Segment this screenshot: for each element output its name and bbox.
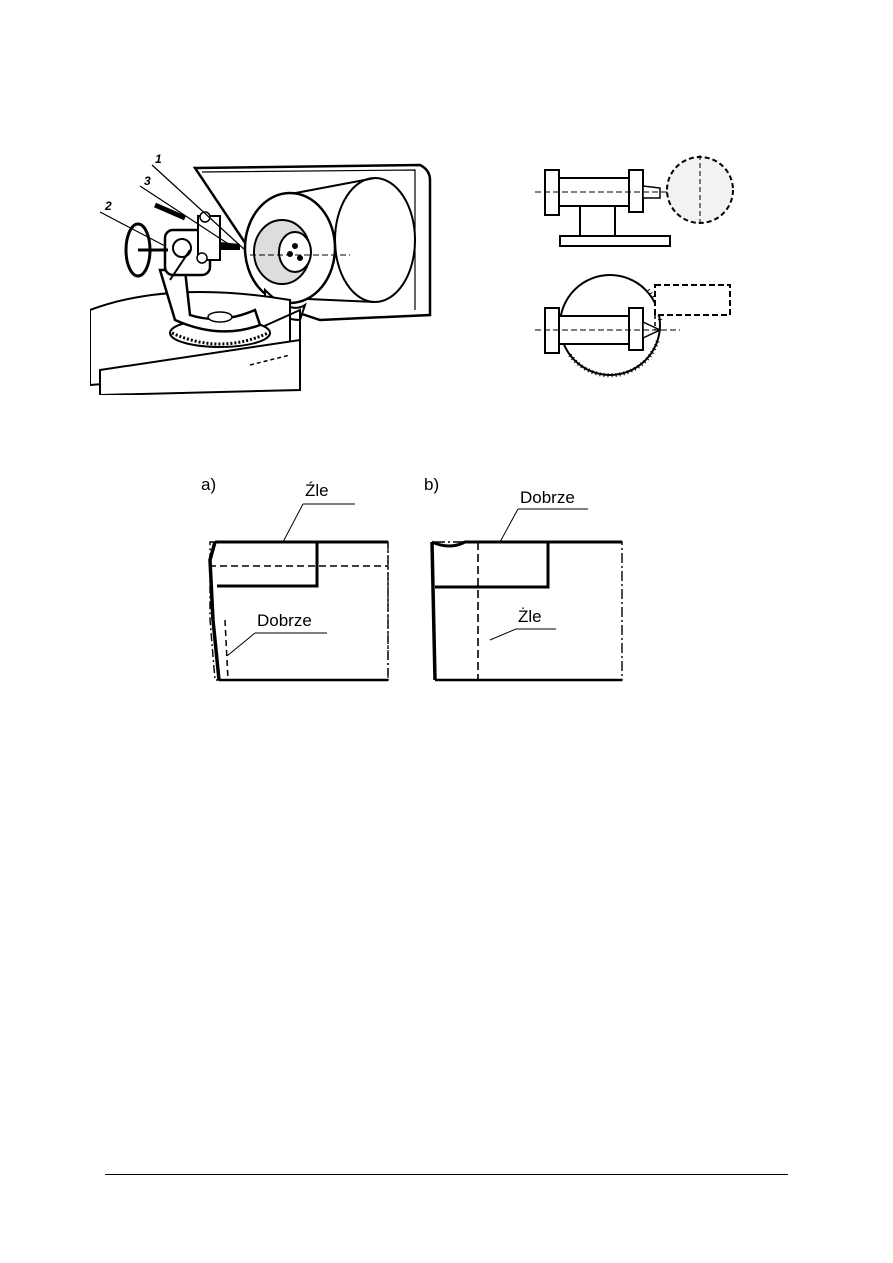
- fixture-schematic: [535, 155, 734, 378]
- panel-a-side-note: Dobrze: [257, 611, 312, 630]
- callout-2: 2: [104, 199, 112, 213]
- panel-b-top-note: Dobrze: [520, 488, 575, 507]
- panel-a-label: a): [201, 475, 216, 494]
- panel-b-label: b): [424, 475, 439, 494]
- panel-a: a) Źle Dobrze: [201, 475, 389, 682]
- callout-3: 3: [144, 174, 151, 188]
- callout-1: 1: [155, 152, 162, 166]
- grinder-illustration: 1 3 2: [90, 152, 432, 395]
- panel-b: b) Dobrze Żle: [424, 475, 623, 682]
- panel-a-top-note: Źle: [305, 481, 329, 500]
- footer-rule: [105, 1174, 788, 1175]
- panel-b-side-note: Żle: [518, 607, 542, 626]
